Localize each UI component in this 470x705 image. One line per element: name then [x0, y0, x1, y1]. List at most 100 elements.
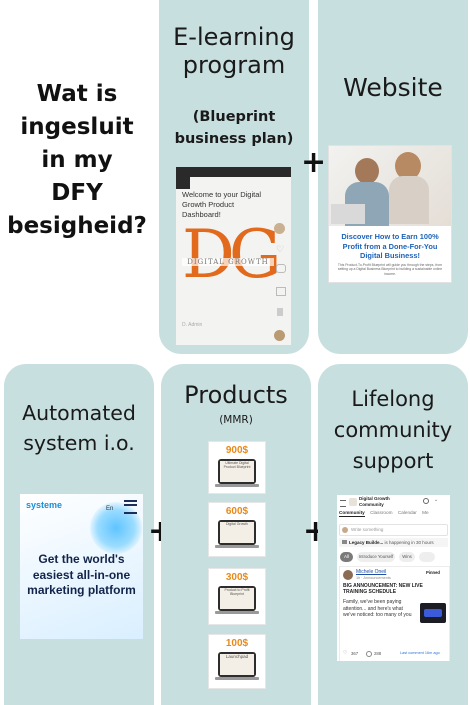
last-comment: Last comment 16m ago	[400, 651, 440, 655]
laptop-icon: Product to Profit Blueprint	[218, 586, 256, 611]
post-title: BIG ANNOUNCEMENT: NEW LIVE TRAINING SCHE…	[343, 583, 423, 596]
product-screen: Launchpad	[220, 654, 254, 675]
elearning-subtitle-line-2: business plan)	[174, 131, 294, 147]
avatar	[342, 527, 348, 533]
menu-icon[interactable]	[340, 500, 346, 507]
language-selector[interactable]: En	[106, 506, 114, 512]
automated-title-line-1: Automated	[22, 401, 136, 425]
post-card[interactable]: Michele Oneil 1h · Announcements Pinned …	[339, 566, 450, 661]
card-footer-text: D. Admin	[182, 322, 203, 328]
question-line-1: Wat is	[36, 81, 118, 107]
product-price: 100$	[225, 638, 249, 649]
laptop-icon: Ultimate Digital Product Blueprint	[218, 459, 256, 484]
chevron-down-icon[interactable]: ⌄	[434, 497, 439, 503]
hero-photo	[329, 146, 451, 226]
elearning-title-line-1: E-learning	[173, 23, 295, 51]
automated-panel: Automated system i.o. systeme En Get the…	[4, 364, 154, 705]
avatar	[343, 570, 353, 580]
question-heading: Wat is ingesluit in my DFY besigheid?	[2, 78, 152, 243]
post-author[interactable]: Michele Oneil	[356, 569, 387, 575]
app-logo	[349, 498, 357, 506]
products-subtitle: (MMR)	[219, 414, 253, 426]
heart-icon[interactable]: ♡	[276, 244, 285, 254]
website-subtext: This Product-To-Profit Blueprint will gu…	[337, 263, 443, 276]
product-screen: Digital Growth	[220, 522, 254, 543]
product-card-300[interactable]: 300$ Product to Profit Blueprint	[208, 568, 266, 625]
tab-members[interactable]: Me	[422, 510, 429, 515]
chip-introduce[interactable]: Introduce Yourself	[357, 552, 395, 562]
website-headline: Discover How to Earn 100% Profit from a …	[341, 232, 439, 260]
plus-icon: +	[301, 145, 327, 180]
product-card-100[interactable]: 100$ Launchpad	[208, 634, 266, 689]
tab-community[interactable]: Community	[339, 510, 365, 517]
systeme-glow	[90, 502, 142, 554]
event-row[interactable]: Legacy Builde... is happening in 30 hour…	[339, 538, 448, 547]
elearning-title: E-learning program	[159, 23, 309, 79]
laptop-base	[215, 545, 259, 548]
elearning-panel: E-learning program (Blueprint business p…	[159, 0, 309, 354]
systeme-logo[interactable]: systeme	[26, 500, 63, 510]
event-name: Legacy Builde...	[349, 540, 384, 545]
product-card-600[interactable]: 600$ Digital Growth	[208, 502, 266, 557]
product-price: 600$	[225, 506, 249, 517]
comment-count: 288	[374, 651, 382, 656]
tab-classroom[interactable]: Classroom	[370, 510, 393, 515]
post-pinned: Pinned	[426, 570, 440, 575]
bookmark-icon[interactable]	[277, 308, 283, 316]
products-title: Products	[184, 381, 288, 409]
laptop-icon: Digital Growth	[218, 520, 256, 545]
card-header-bar	[176, 167, 291, 177]
comment-icon[interactable]	[366, 651, 372, 657]
calendar-icon	[342, 540, 347, 544]
dashboard-card: Welcome to your Digital Growth Product D…	[176, 167, 291, 345]
write-box[interactable]: Write something	[339, 524, 448, 536]
product-card-900[interactable]: 900$ Ultimate Digital Product Blueprint	[208, 441, 266, 494]
laptop-shape	[331, 204, 365, 224]
systeme-preview: systeme En Get the world's easiest all-i…	[20, 494, 143, 639]
question-line-2: ingesluit	[20, 114, 134, 140]
menu-icon[interactable]	[124, 500, 137, 514]
person-woman	[395, 152, 421, 180]
dg-logo-letters: DG	[182, 216, 282, 293]
website-panel: Website Discover How to Earn 100% Profit…	[318, 0, 468, 354]
post-body: Family, we've been paying attention... a…	[343, 599, 412, 619]
app-name[interactable]: Digital Growth Community	[359, 496, 390, 507]
avatar[interactable]	[274, 223, 285, 234]
person-man	[355, 158, 379, 184]
community-title-line-2: community	[333, 418, 453, 442]
event-time: is happening in 30 hours	[384, 540, 434, 545]
website-title: Website	[343, 73, 443, 102]
like-icon[interactable]: ♡	[343, 650, 348, 656]
share-icon[interactable]	[276, 287, 286, 296]
community-title: Lifelong community support	[318, 384, 468, 477]
search-icon[interactable]	[423, 498, 429, 504]
systeme-headline: Get the world's easiest all-in-one marke…	[27, 552, 136, 597]
laptop-base	[215, 611, 259, 614]
product-price: 900$	[225, 445, 249, 456]
laptop-icon: Launchpad	[218, 652, 256, 677]
chip-more[interactable]	[419, 552, 435, 562]
post-thumbnail[interactable]	[420, 603, 446, 623]
comment-icon[interactable]	[276, 264, 286, 273]
question-line-5: besigheid?	[7, 213, 147, 239]
community-panel: Lifelong community support Digital Growt…	[318, 364, 468, 705]
tabs: Community Classroom Calendar Me	[339, 510, 450, 517]
person-woman-body	[389, 176, 429, 224]
like-count: 367	[351, 651, 359, 656]
product-screen: Product to Profit Blueprint	[220, 588, 254, 609]
write-placeholder: Write something	[351, 527, 384, 532]
card-corner-shape	[176, 177, 190, 189]
product-screen: Ultimate Digital Product Blueprint	[220, 461, 254, 482]
community-screenshot: Digital Growth Community ⌄ Community Cla…	[337, 495, 450, 661]
chip-wins[interactable]: Wins	[399, 552, 415, 562]
chip-all[interactable]: All	[340, 552, 353, 562]
product-price: 300$	[225, 572, 249, 583]
website-preview: Discover How to Earn 100% Profit from a …	[328, 145, 452, 283]
tab-calendar[interactable]: Calendar	[397, 510, 417, 515]
elearning-subtitle: (Blueprint business plan)	[159, 106, 309, 150]
post-meta: 1h · Announcements	[356, 576, 391, 580]
question-line-3: in my	[41, 147, 113, 173]
automated-title-line-2: system i.o.	[23, 431, 135, 455]
laptop-base	[215, 484, 259, 487]
question-line-4: DFY	[51, 180, 103, 206]
